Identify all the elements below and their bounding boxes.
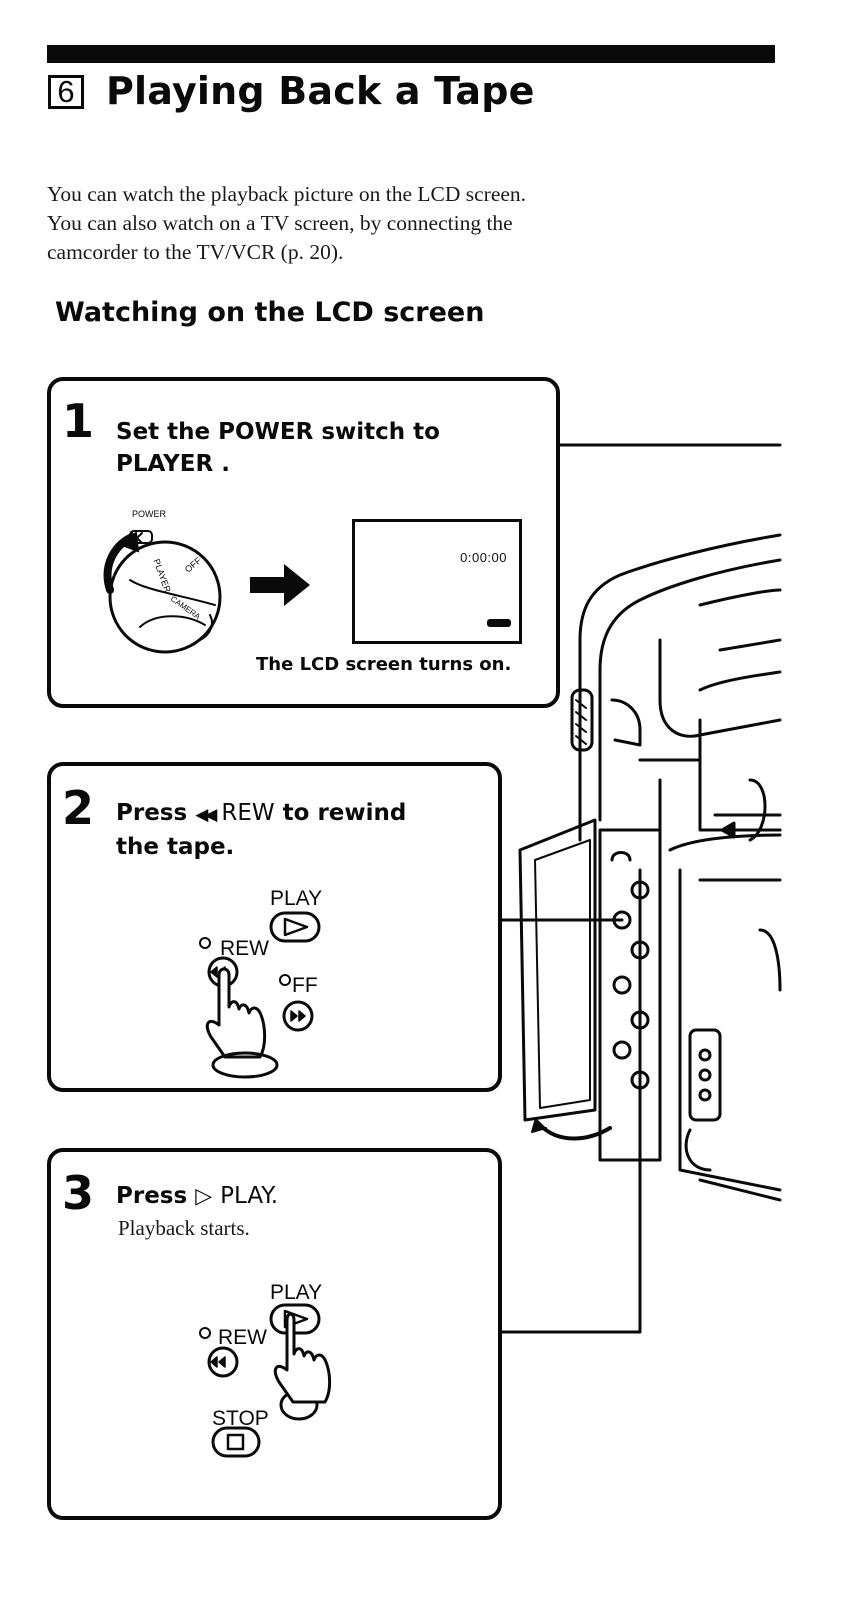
dial-label-player: PLAYER [151,558,172,595]
step-3-press: Press [116,1183,188,1209]
step-3-box [47,1148,502,1520]
dial-label-off: OFF [183,555,204,575]
rewind-symbol-icon: ◀◀ [195,805,217,825]
step-3-instruction: Press ▷ PLAY. [116,1180,496,1213]
sub-heading: Watching on the LCD screen [55,297,485,328]
step-2-buttons-illustration [199,911,321,1079]
rew-button-label: REW [218,1326,267,1349]
stop-button-label: STOP [212,1407,269,1430]
step-1-number: 1 [62,394,95,448]
step-3-number: 3 [62,1166,95,1220]
page-title: Playing Back a Tape [106,69,535,113]
lcd-counter: 0:00:00 [460,550,507,565]
play-button-label: PLAY [270,887,323,910]
play-symbol-icon: ▷ [195,1184,213,1209]
dial-label-power: POWER [132,509,167,519]
battery-icon [487,619,511,627]
right-arrow-icon [250,564,310,606]
intro-paragraph: You can watch the playback picture on th… [47,180,687,267]
step-2-button-name: REW [221,800,275,826]
step-1-line: Set the POWER switch to [116,419,440,445]
step-2-instruction: Press ◀◀ REW to rewind the tape. [116,797,496,863]
step-2-press: Press [116,800,188,826]
top-rule [47,45,775,63]
ff-button-label: FF [292,974,318,997]
step-3-button-name: PLAY. [220,1183,278,1209]
step-1-instruction: Set the POWER switch to PLAYER . [116,416,546,480]
step-3-result: Playback starts. [118,1216,250,1240]
power-dial-illustration: POWER PLAYER OFF CAMERA [103,509,222,654]
intro-line: camcorder to the TV/VCR (p. 20). [47,240,344,264]
lcd-screen: 0:00:00 [352,519,522,644]
step-3-buttons-illustration [199,1303,332,1458]
step-1-line: PLAYER . [116,451,230,477]
step-2-suffix: to rewind [282,800,407,826]
play-button-label: PLAY [270,1281,323,1304]
section-number-badge: 6 [48,75,84,109]
step-1-caption: The LCD screen turns on. [256,654,512,675]
section-number: 6 [51,76,81,107]
step-2-box [47,762,502,1092]
step-2-number: 2 [62,781,95,835]
intro-line: You can watch the playback picture on th… [47,182,527,206]
rew-button-label: REW [220,937,269,960]
intro-line: You can also watch on a TV screen, by co… [47,211,513,235]
step-2-line: the tape. [116,834,235,860]
